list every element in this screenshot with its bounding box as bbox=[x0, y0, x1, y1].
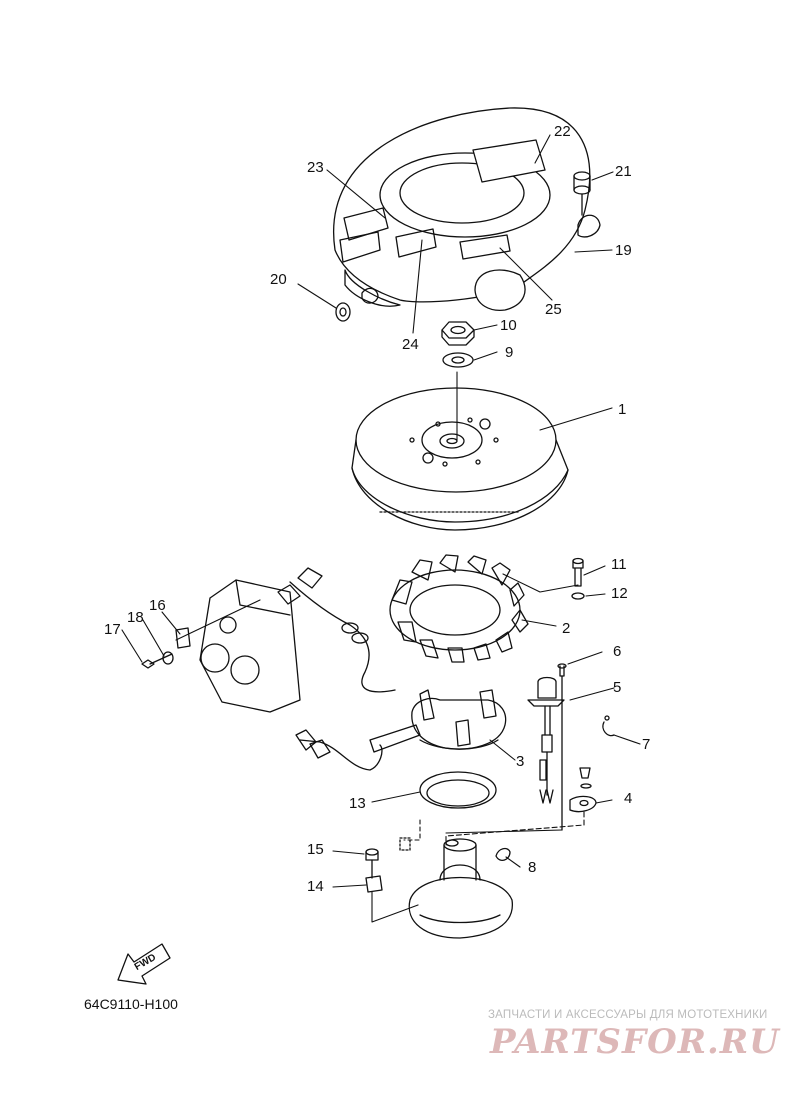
callout-15[interactable]: 15 bbox=[307, 841, 324, 858]
clip-14 bbox=[365, 875, 383, 893]
callout-5[interactable]: 5 bbox=[613, 679, 622, 696]
callout-6[interactable]: 6 bbox=[613, 643, 622, 660]
callout-11[interactable]: 11 bbox=[611, 556, 627, 573]
wire-harness-upper bbox=[277, 567, 396, 693]
screw-6 bbox=[557, 663, 567, 831]
leader-lines bbox=[121, 134, 641, 923]
callout-13[interactable]: 13 bbox=[349, 795, 366, 812]
callout-9[interactable]: 9 bbox=[505, 344, 514, 361]
flywheel bbox=[351, 387, 569, 531]
callout-24[interactable]: 24 bbox=[402, 336, 419, 353]
screw-15 bbox=[365, 848, 379, 879]
drawing-code: 64C9110-H100 bbox=[84, 996, 178, 1012]
washer-12 bbox=[571, 592, 585, 600]
pulser-coil bbox=[369, 689, 507, 753]
callout-23[interactable]: 23 bbox=[307, 159, 324, 176]
callout-8[interactable]: 8 bbox=[528, 859, 537, 876]
washer-18 bbox=[162, 651, 174, 665]
key-8 bbox=[495, 847, 511, 862]
grommet-21 bbox=[573, 171, 591, 216]
grommet-20 bbox=[335, 302, 351, 322]
washer-9 bbox=[442, 352, 474, 368]
screw-17 bbox=[141, 653, 173, 669]
nut-10 bbox=[441, 321, 475, 346]
callout-4[interactable]: 4 bbox=[624, 790, 633, 807]
retaining-ring bbox=[419, 771, 497, 809]
callout-18[interactable]: 18 bbox=[127, 609, 144, 626]
callout-25[interactable]: 25 bbox=[545, 301, 562, 318]
engine-bracket bbox=[199, 579, 301, 713]
callout-19[interactable]: 19 bbox=[615, 242, 632, 259]
callout-7[interactable]: 7 bbox=[642, 736, 651, 753]
callout-1[interactable]: 1 bbox=[618, 401, 627, 418]
base-mount bbox=[399, 837, 514, 939]
stator bbox=[389, 554, 529, 663]
clamp-4 bbox=[569, 767, 597, 813]
callout-12[interactable]: 12 bbox=[611, 585, 628, 602]
callout-3[interactable]: 3 bbox=[516, 753, 525, 770]
callout-17[interactable]: 17 bbox=[104, 621, 121, 638]
callout-10[interactable]: 10 bbox=[500, 317, 517, 334]
callout-22[interactable]: 22 bbox=[554, 123, 571, 140]
callout-21[interactable]: 21 bbox=[615, 163, 632, 180]
watermark-logo[interactable]: PARTSFOR.RU bbox=[490, 1022, 780, 1062]
callout-20[interactable]: 20 bbox=[270, 271, 287, 288]
flywheel-cover bbox=[332, 107, 601, 311]
fwd-arrow-icon bbox=[117, 943, 171, 985]
callout-2[interactable]: 2 bbox=[562, 620, 571, 637]
callout-14[interactable]: 14 bbox=[307, 878, 324, 895]
wire-harness-lower bbox=[295, 729, 383, 771]
watermark-tagline: ЗАПЧАСТИ И АКСЕССУАРЫ ДЛЯ МОТОТЕХНИКИ bbox=[488, 1009, 768, 1021]
callout-16[interactable]: 16 bbox=[149, 597, 166, 614]
clip-7 bbox=[602, 715, 615, 737]
cap-assembly-5 bbox=[527, 676, 565, 804]
clip-16 bbox=[175, 627, 191, 649]
bolt-11 bbox=[572, 557, 584, 587]
